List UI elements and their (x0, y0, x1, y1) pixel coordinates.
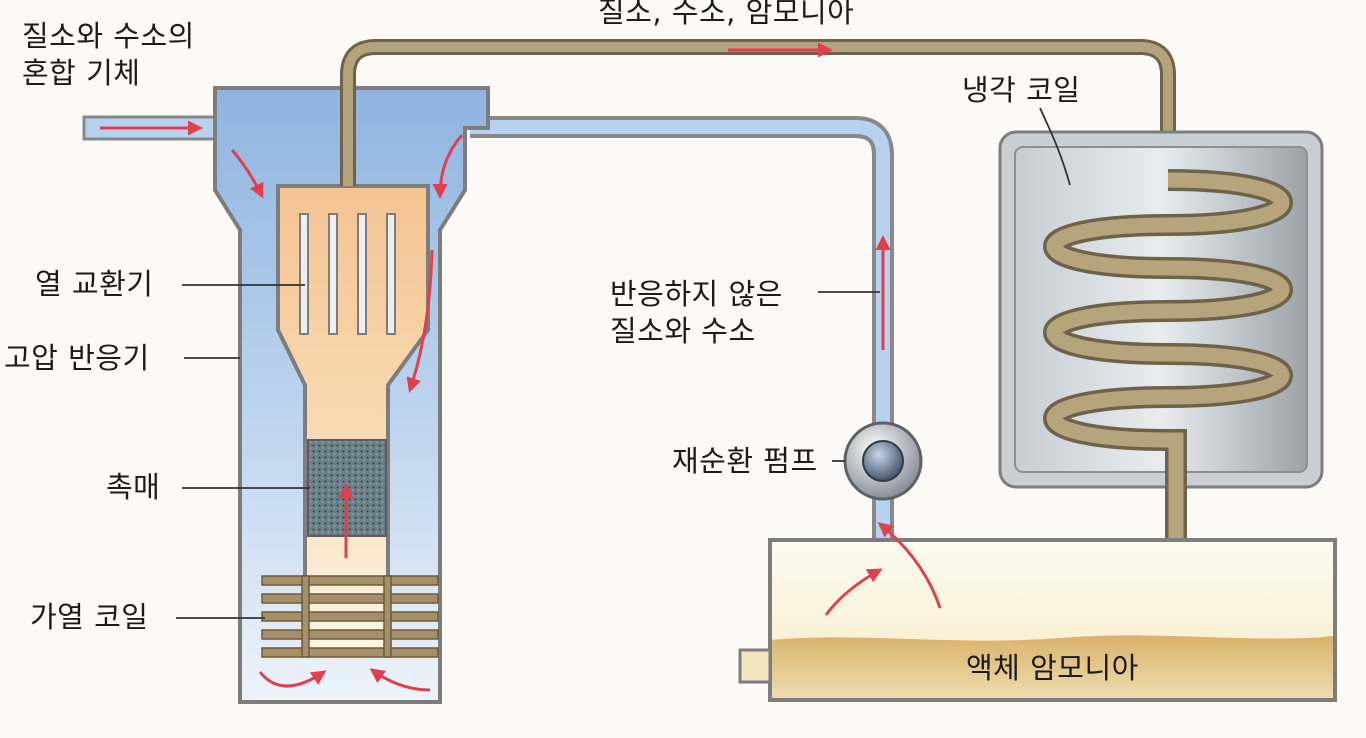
unreacted-line-1: 반응하지 않은 (610, 277, 783, 311)
catalyst-label: 촉매 (106, 470, 161, 504)
unreacted-line-2: 질소와 수소 (610, 314, 756, 348)
heating-coil-label: 가열 코일 (30, 600, 149, 634)
tank-outlet (738, 648, 772, 684)
unreacted-gas-label: 반응하지 않은 질소와 수소 (610, 276, 783, 350)
cooling-coil-label: 냉각 코일 (962, 73, 1081, 107)
heating-coil (261, 575, 439, 658)
heat-exchanger-plates (299, 213, 396, 335)
liquid-ammonia-label: 액체 암모니아 (966, 651, 1139, 685)
pump-label: 재순환 펌프 (672, 444, 818, 478)
liquid-ammonia-fill (772, 635, 1333, 698)
feed-gas-line-1: 질소와 수소의 (22, 19, 195, 53)
flow-arrows (100, 42, 942, 692)
cooling-coil (1043, 169, 1293, 570)
leader-lines (176, 107, 1071, 619)
reactor-label: 고압 반응기 (4, 341, 150, 375)
feed-gas-label: 질소와 수소의 혼합 기체 (22, 18, 195, 92)
feed-gas-line-2: 혼합 기체 (22, 56, 141, 90)
heat-exchanger-label: 열 교환기 (35, 267, 154, 301)
top-pipe-label: 질소, 수소, 암모니아 (598, 0, 855, 29)
